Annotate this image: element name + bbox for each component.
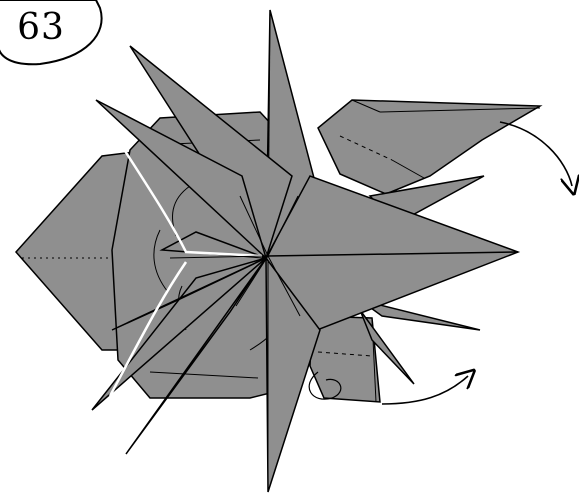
step-number: 63 — [8, 6, 74, 50]
upper-right-leg — [318, 100, 540, 194]
fold-arrow-upper-right — [500, 122, 572, 186]
